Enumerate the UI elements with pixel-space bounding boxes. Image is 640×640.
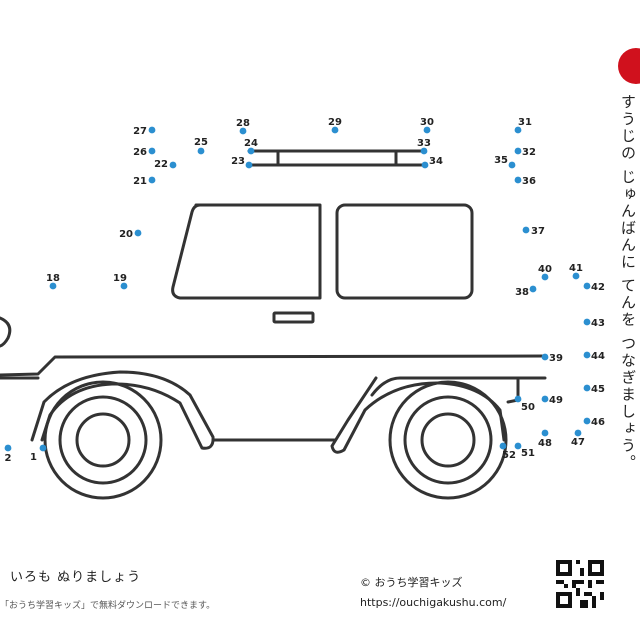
roof-rack: [247, 149, 425, 167]
dot-label-18: 18: [46, 273, 60, 284]
dot-1: [39, 444, 47, 452]
dot-19: [120, 282, 128, 290]
dot-28: [239, 127, 247, 135]
dot-label-20: 20: [119, 229, 133, 240]
dot-38: [529, 285, 537, 293]
dot-label-40: 40: [538, 264, 552, 275]
car-body: [0, 354, 547, 397]
dot-label-38: 38: [515, 287, 529, 298]
dot-23: [245, 161, 253, 169]
dot-label-2: 2: [5, 453, 12, 464]
dot-25: [197, 147, 205, 155]
instruction-text: すうじの じゅんばんに てんを つなぎましょう。: [619, 94, 637, 472]
dot-46: [583, 417, 591, 425]
dot-40: [541, 273, 549, 281]
dot-34: [421, 161, 429, 169]
dot-48: [541, 429, 549, 437]
dot-label-28: 28: [236, 118, 250, 129]
dot-label-51: 51: [521, 448, 535, 459]
dot-32: [514, 147, 522, 155]
dot-label-47: 47: [571, 437, 585, 448]
dot-43: [583, 318, 591, 326]
color-prompt: いろも ぬりましょう: [10, 570, 142, 585]
dot-label-41: 41: [569, 263, 583, 274]
dot-33: [420, 147, 428, 155]
dot-label-31: 31: [518, 117, 532, 128]
dot-27: [148, 126, 156, 134]
dot-label-32: 32: [522, 147, 536, 158]
dot-39: [541, 353, 549, 361]
dot-42: [583, 282, 591, 290]
dot-26: [148, 147, 156, 155]
dot-label-37: 37: [531, 226, 545, 237]
dot-label-34: 34: [429, 156, 443, 167]
dot-29: [331, 126, 339, 134]
dot-label-39: 39: [549, 353, 563, 364]
front-window: [171, 203, 322, 300]
door-handle: [272, 311, 315, 324]
copyright-text: © おうち学習キッズ: [360, 576, 463, 589]
download-note: 「おうち学習キッズ」で無料ダウンロードできます。: [0, 601, 216, 611]
dot-label-23: 23: [231, 156, 245, 167]
dot-label-43: 43: [591, 318, 605, 329]
dot-label-42: 42: [591, 282, 605, 293]
dot-44: [583, 351, 591, 359]
rear-wheel-hub: [420, 412, 476, 468]
dot-30: [423, 126, 431, 134]
dot-31: [514, 126, 522, 134]
dot-label-44: 44: [591, 351, 605, 362]
jeep-outline: [0, 149, 547, 500]
dot-label-33: 33: [417, 138, 431, 149]
dot-37: [522, 226, 530, 234]
front-wheel-rim: [58, 395, 148, 485]
dot-49: [541, 395, 549, 403]
dot-label-19: 19: [113, 273, 127, 284]
dot-label-21: 21: [133, 176, 147, 187]
red-badge: [618, 48, 640, 84]
dot-label-29: 29: [328, 117, 342, 128]
front-fender: [30, 370, 215, 450]
dot-50: [514, 395, 522, 403]
dot-label-27: 27: [133, 126, 147, 137]
dot-2: [4, 444, 12, 452]
dot-21: [148, 176, 156, 184]
rear-window: [335, 203, 474, 300]
rear-wheel: [388, 380, 508, 500]
dot-47: [574, 429, 582, 437]
spare-tire: [0, 316, 12, 348]
dot-label-26: 26: [133, 147, 147, 158]
numbered-dots: 1 2 18 19 20 21 22 25 26 27 28 24 23 29 30 33 34 31 32 35 36…: [5, 117, 605, 464]
dot-label-48: 48: [538, 438, 552, 449]
dot-label-25: 25: [194, 137, 208, 148]
dot-label-1: 1: [30, 452, 37, 463]
body-bottom: [0, 376, 337, 442]
dot-label-30: 30: [420, 117, 434, 128]
front-wheel: [43, 380, 163, 500]
dot-22: [169, 161, 177, 169]
dot-35: [508, 161, 516, 169]
dot-51: [514, 442, 522, 450]
dot-label-24: 24: [244, 138, 258, 149]
dot-label-36: 36: [522, 176, 536, 187]
dot-label-35: 35: [494, 155, 508, 166]
dot-label-46: 46: [591, 417, 605, 428]
qr-code-icon: [556, 560, 604, 608]
dot-label-50: 50: [521, 402, 535, 413]
site-url[interactable]: https://ouchigakushu.com/: [360, 596, 507, 609]
dot-36: [514, 176, 522, 184]
dot-18: [49, 282, 57, 290]
dot-41: [572, 272, 580, 280]
dot-label-22: 22: [154, 159, 168, 170]
dot-45: [583, 384, 591, 392]
rear-wheel-rim: [403, 395, 493, 485]
dot-label-49: 49: [549, 395, 563, 406]
dot-52: [499, 442, 507, 450]
dot-24: [247, 147, 255, 155]
dot-label-52: 52: [502, 450, 516, 461]
front-wheel-hub: [75, 412, 131, 468]
dot-20: [134, 229, 142, 237]
dot-label-45: 45: [591, 384, 605, 395]
